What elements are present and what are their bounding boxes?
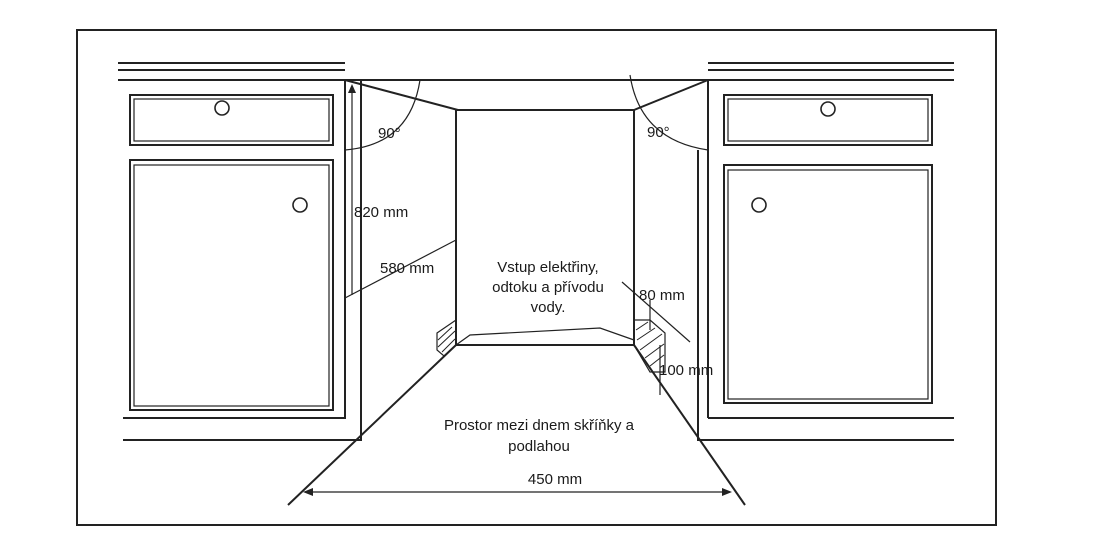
- label-floor-space-line2: podlahou: [508, 438, 570, 455]
- width-dimension: [303, 488, 732, 496]
- worktop-right: [708, 62, 954, 81]
- height-dimension: [348, 84, 356, 295]
- plinth-dimensions: [621, 281, 691, 395]
- right-drawer-knob: [820, 101, 836, 117]
- left-drawer-knob: [214, 100, 230, 116]
- label-angle-right: 90°: [647, 124, 670, 141]
- hatch-left-corner: [436, 318, 457, 357]
- label-height: 820 mm: [354, 204, 408, 221]
- left-cabinet: [129, 80, 362, 440]
- right-plinth: [697, 417, 954, 441]
- niche-top: [344, 79, 709, 111]
- label-width: 450 mm: [528, 471, 582, 488]
- right-door-knob: [751, 197, 767, 213]
- depth-dimension: [344, 239, 457, 299]
- label-angle-left: 90°: [378, 125, 401, 142]
- label-plinth-depth: 100 mm: [659, 362, 713, 379]
- angle-arc-left: [344, 79, 421, 151]
- label-inlet-line3: vody.: [531, 299, 566, 316]
- left-door-knob: [292, 197, 308, 213]
- worktop-left: [118, 62, 345, 81]
- angle-arc-right: [629, 74, 709, 151]
- left-plinth: [123, 410, 362, 441]
- label-inlet-line1: Vstup elektřiny,: [497, 259, 598, 276]
- diagram-frame: [76, 29, 997, 526]
- label-depth: 580 mm: [380, 260, 434, 277]
- label-plinth-height: 80 mm: [639, 287, 685, 304]
- label-inlet-line2: odtoku a přívodu: [492, 279, 604, 296]
- niche-back-wall: [455, 109, 635, 346]
- label-floor-space-line1: Prostor mezi dnem skříňky a: [444, 417, 635, 434]
- right-cabinet: [697, 80, 933, 440]
